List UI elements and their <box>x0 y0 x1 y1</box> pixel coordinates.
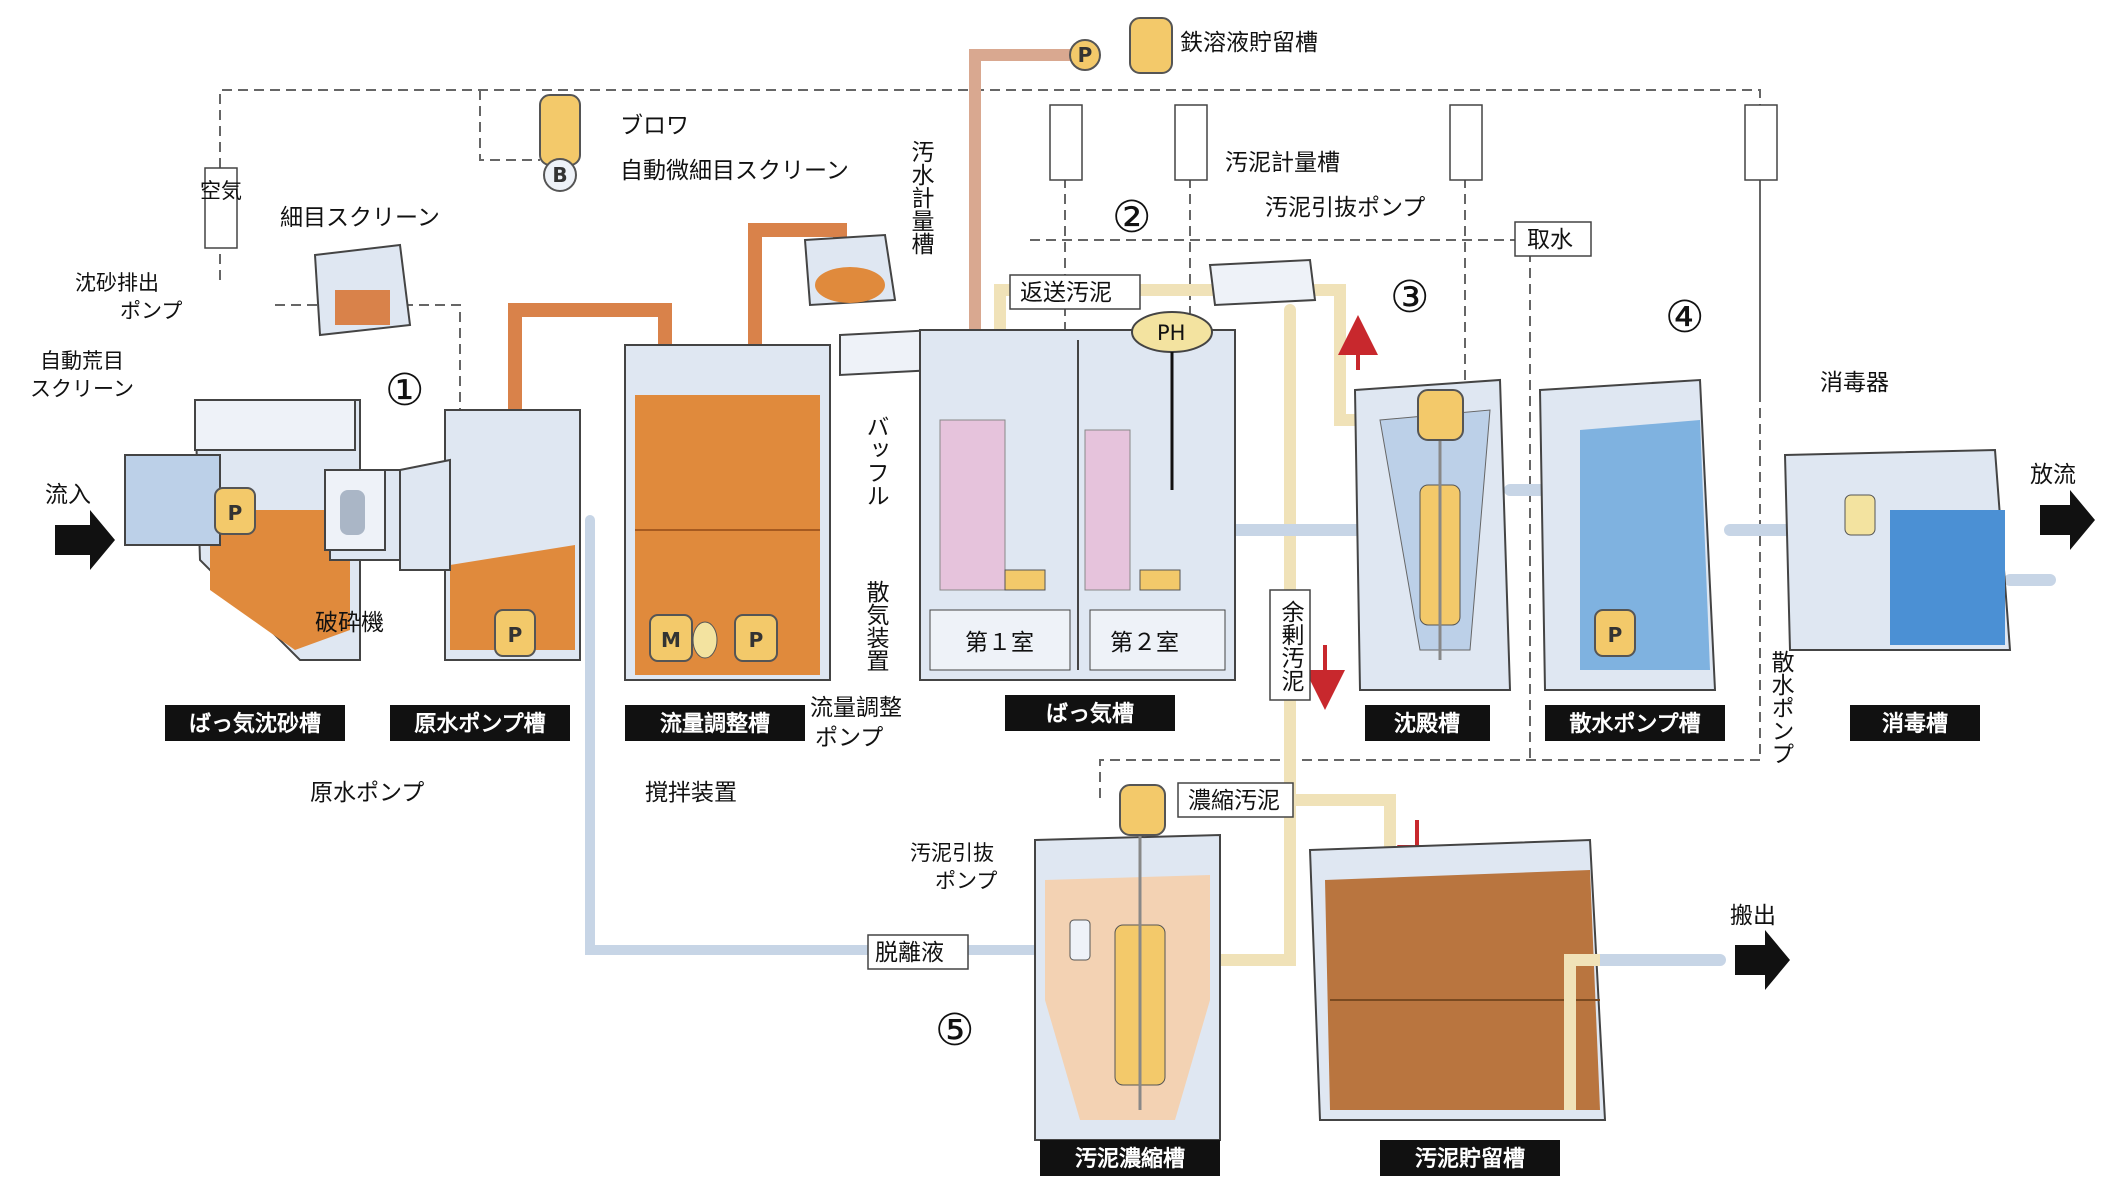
fine-screen-unit <box>313 243 412 337</box>
tank-sludge-storage: 汚泥貯留槽 <box>1415 1146 1525 1172</box>
tank-flow-adjust: 流量調整槽 <box>660 711 770 737</box>
separated-liquid-box <box>867 934 969 970</box>
pump-iron-letter: P <box>1078 43 1093 67</box>
auto-micro-screen-label: 自動微細目スクリーン <box>620 158 849 184</box>
tank-spray-pump: 散水ポンプ槽 <box>1569 711 1700 737</box>
sludge-pump2-label-line1: 汚泥引抜 <box>910 841 994 865</box>
auto-coarse-label-line1: 自動荒目 <box>40 349 124 373</box>
return-sludge-box <box>1009 274 1141 310</box>
metering-tank-label: 汚水計量槽 <box>907 140 935 255</box>
iron-solution-tank <box>1129 17 1173 74</box>
mixer-motor-letter: M <box>661 628 681 652</box>
blower-label: ブロワ <box>620 113 689 139</box>
discharge-label: 放流 <box>2030 462 2076 488</box>
excess-sludge-box <box>1269 589 1311 701</box>
fine-screen-label: 細目スクリーン <box>280 205 440 231</box>
flow-pump-label-line1: 流量調整 <box>810 695 902 721</box>
pump-raw: P <box>494 609 536 657</box>
excess-sludge-label: 余剰汚泥 <box>1277 600 1305 692</box>
raw-pump-label: 原水ポンプ <box>310 780 424 806</box>
stage-4: ④ <box>1665 292 1704 343</box>
sludge-pump2-label-line2: ポンプ <box>935 869 997 893</box>
crusher-label: 破砕機 <box>315 610 384 636</box>
pump-iron: P <box>1069 39 1101 71</box>
pump-sludge-return <box>1417 389 1464 441</box>
sludge-storage-tank <box>1308 838 1607 1121</box>
pump-spray: P <box>1594 609 1636 657</box>
pump-flow-letter: P <box>749 628 764 652</box>
pump-flow: P <box>734 614 778 662</box>
pump-raw-letter: P <box>508 623 523 647</box>
aeration-grit-tank <box>124 399 406 661</box>
flow-arrows <box>55 490 2095 990</box>
inflow-arrow <box>55 510 115 570</box>
sludge-meter-label: 汚泥計量槽 <box>1225 150 1340 176</box>
export-label: 搬出 <box>1730 903 1776 929</box>
intake-box <box>1514 221 1592 257</box>
air-box-2b <box>1174 104 1208 181</box>
air-label-grit: 空気 <box>200 167 242 249</box>
conc-sludge-box <box>1177 782 1294 818</box>
diffuser-label: 散気装置 <box>862 580 890 672</box>
disinfection-tank <box>1783 448 2012 651</box>
pump-sludge-thickening <box>1119 784 1166 836</box>
tank-name-plates <box>165 695 1980 1176</box>
crusher-unit <box>324 469 386 551</box>
spray-pump-label: 散水ポンプ <box>1767 650 1795 765</box>
stage-1: ① <box>385 365 424 416</box>
room2-label: 第２室 <box>1110 630 1179 656</box>
mixer-label: 撹拌装置 <box>645 780 737 806</box>
flow-pump-label-line2: ポンプ <box>815 725 883 751</box>
pump-grit-letter: P <box>228 501 243 525</box>
air-box-3 <box>1449 104 1483 181</box>
tank-aeration-grit: ばっ気沈砂槽 <box>189 711 321 737</box>
raw-pump-tank <box>399 409 581 661</box>
blower: B <box>539 94 581 192</box>
grit-pump-label-line1: 沈砂排出 <box>75 271 159 295</box>
ph-meter <box>1131 311 1213 490</box>
stage-5: ⑤ <box>935 1005 974 1056</box>
inflow-label: 流入 <box>45 482 91 508</box>
auto-micro-screen-unit <box>803 233 897 307</box>
separated-liquid-label: 脱離液 <box>875 940 944 966</box>
grit-pump-label-line2: ポンプ <box>120 299 182 323</box>
stage-3: ③ <box>1390 272 1429 323</box>
aeration-tank <box>919 329 1236 681</box>
room1-label: 第１室 <box>965 630 1034 656</box>
tank-settling: 沈殿槽 <box>1394 712 1460 737</box>
sludge-metering-tank <box>1208 258 1317 307</box>
pump-grit: P <box>214 487 256 535</box>
tank-disinfection: 消毒槽 <box>1882 711 1948 737</box>
sludge-pump-label: 汚泥引抜ポンプ <box>1265 195 1425 221</box>
export-arrow <box>1735 930 1790 990</box>
mixer-motor: M <box>649 614 718 662</box>
tank-raw-pump: 原水ポンプ槽 <box>414 711 545 737</box>
iron-tank-label: 鉄溶液貯留槽 <box>1180 30 1318 56</box>
ph-label: PH <box>1157 321 1185 345</box>
blower-letter: B <box>552 163 567 187</box>
tank-aeration: ばっ気槽 <box>1046 701 1134 727</box>
conc-sludge-label: 濃縮汚泥 <box>1188 788 1280 814</box>
discharge-arrow <box>2040 490 2095 550</box>
air-box-2a <box>1049 104 1083 181</box>
air-box-4 <box>1744 104 1778 181</box>
spray-pump-tank <box>1538 378 1717 691</box>
stage-2: ② <box>1112 192 1151 243</box>
intake-water-label: 取水 <box>1527 227 1573 253</box>
sludge-thickening-tank <box>1034 810 1221 1141</box>
auto-coarse-label-line2: スクリーン <box>30 377 134 401</box>
tank-sludge-thickening: 汚泥濃縮槽 <box>1075 1146 1185 1172</box>
pump-spray-letter: P <box>1608 623 1623 647</box>
air-grit-char1: 空気 <box>200 179 242 203</box>
return-sludge-label: 返送汚泥 <box>1020 280 1112 306</box>
baffle-label: バッフル <box>862 415 889 507</box>
settling-tank <box>1353 378 1512 691</box>
disinfector-label: 消毒器 <box>1820 370 1889 396</box>
